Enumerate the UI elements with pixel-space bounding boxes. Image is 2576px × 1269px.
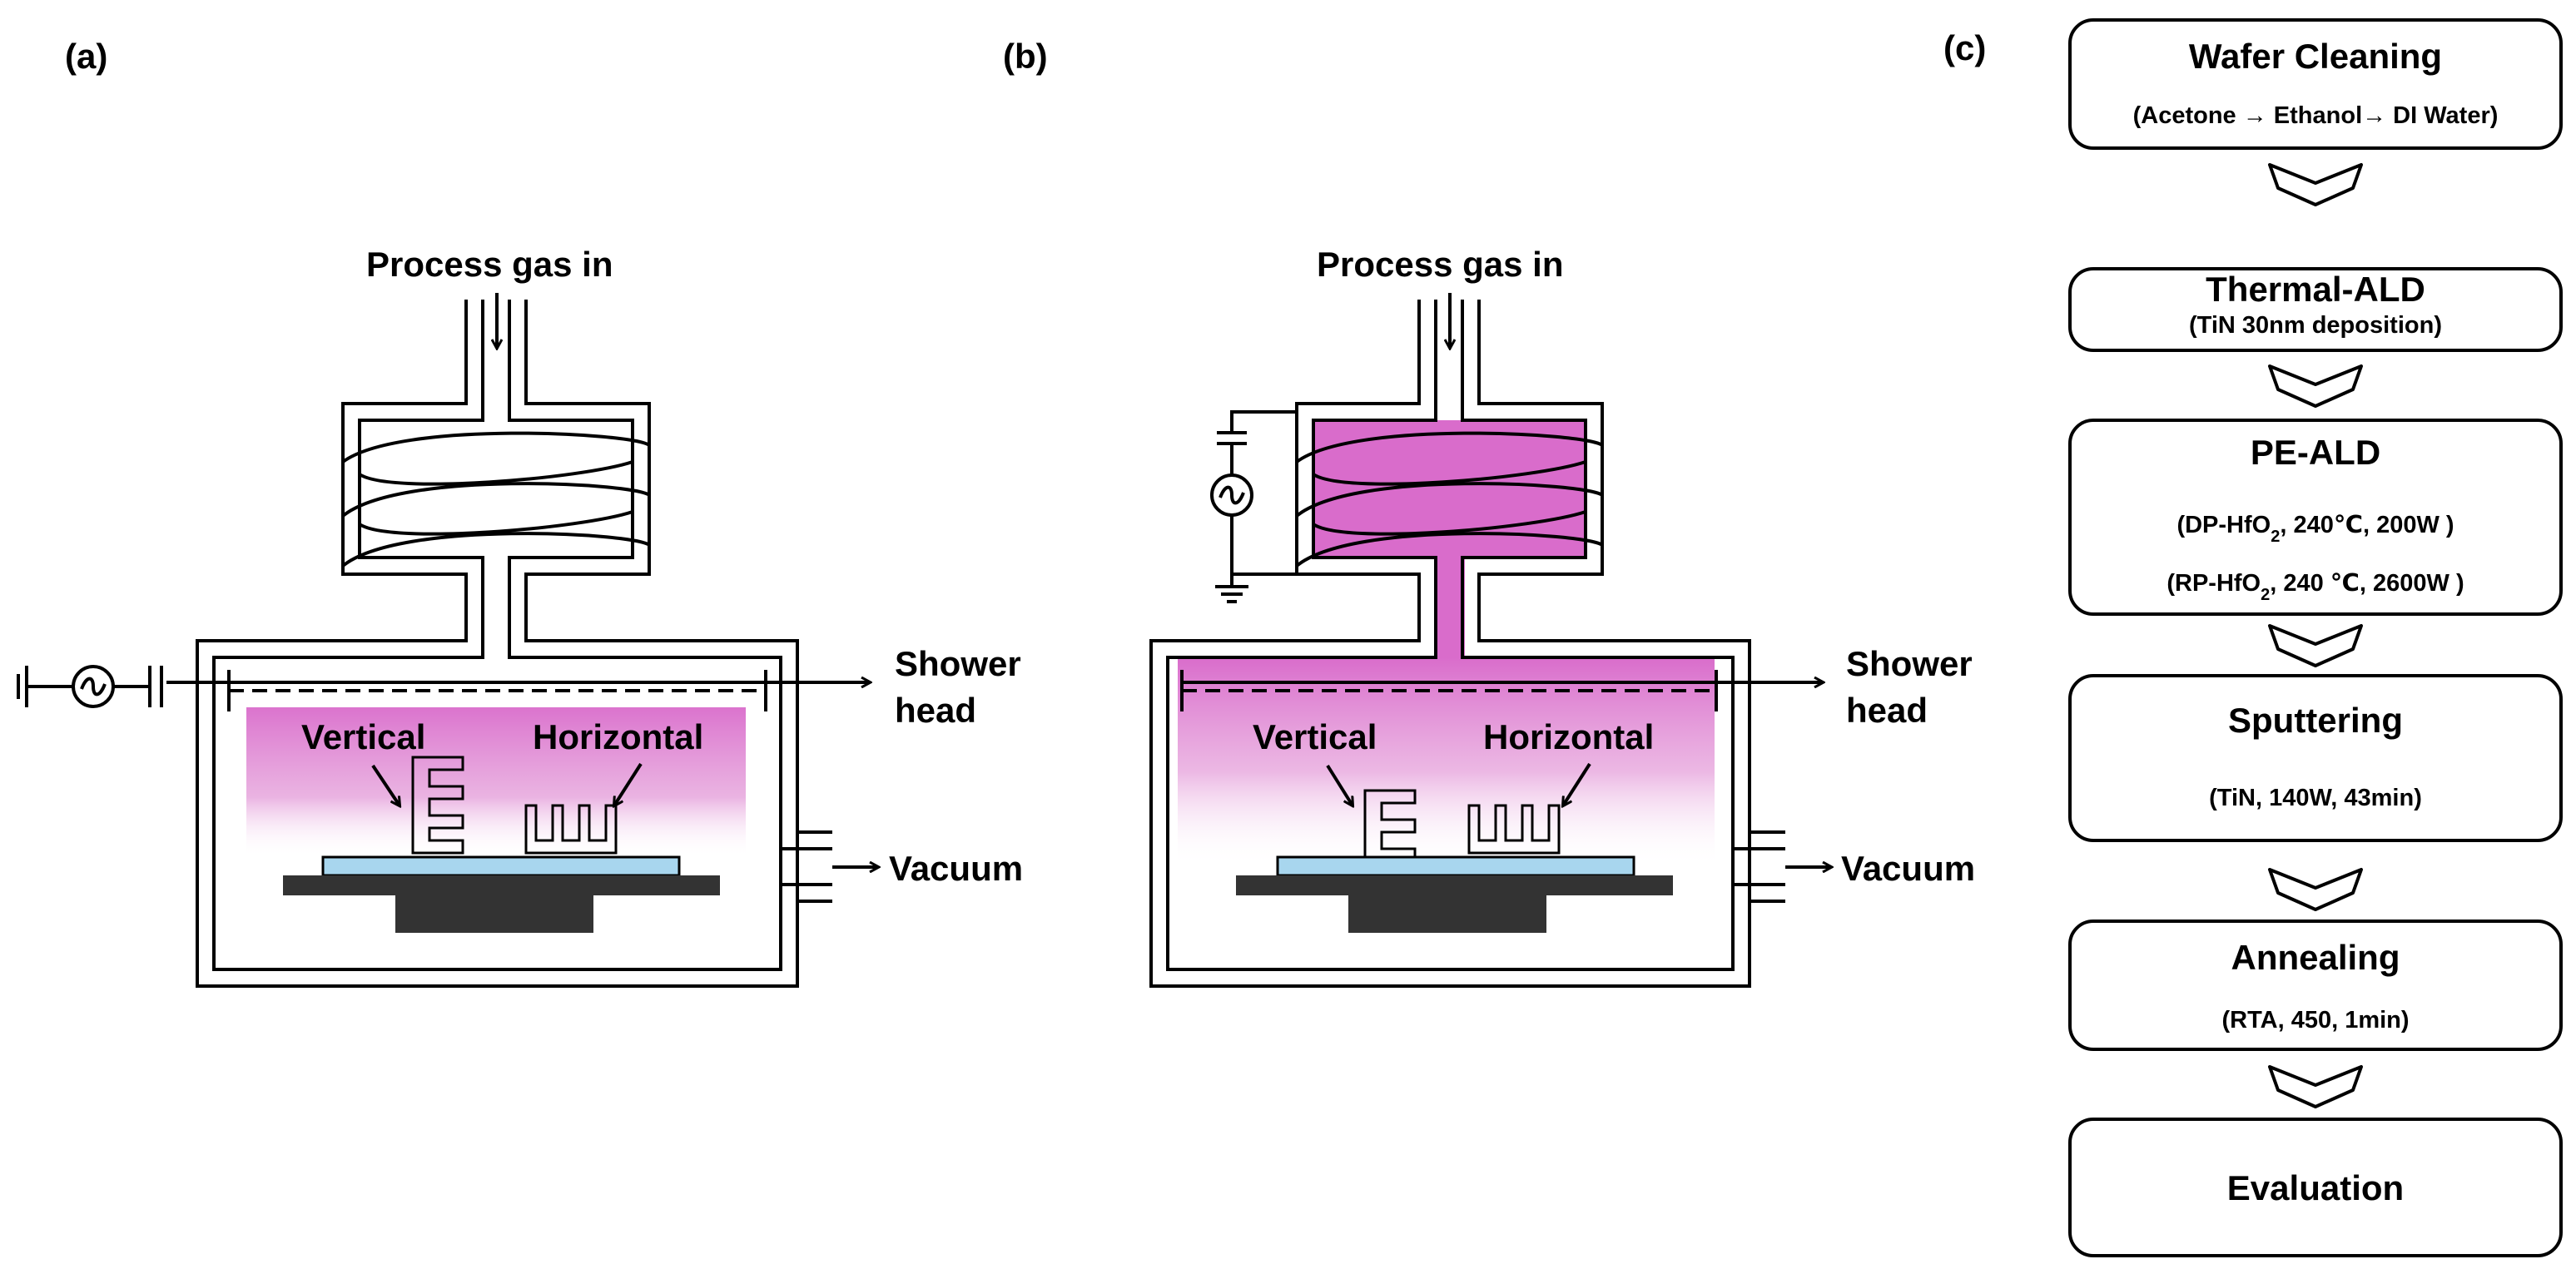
wafer-a	[321, 855, 681, 877]
panel-b: (b) Process gas in	[1003, 37, 1975, 988]
step-title-pe-ald: PE-ALD	[2251, 433, 2380, 472]
horizontal-sample-a	[524, 804, 618, 855]
process-gas-label-b: Process gas in	[1317, 245, 1563, 284]
vacuum-label-b: Vacuum	[1841, 849, 1975, 888]
rf-source-a	[17, 665, 163, 708]
chevron-icon	[2268, 868, 2363, 911]
vertical-label-a: Vertical	[301, 717, 425, 756]
chamber-inner-wall-a-right	[508, 300, 832, 886]
rf-coil-a	[341, 431, 651, 568]
step-title-annealing: Annealing	[2231, 938, 2400, 977]
horizontal-label-b: Horizontal	[1483, 717, 1654, 756]
plasma-chamber-b	[1178, 657, 1715, 865]
step-detail-wafer-cleaning: (Acetone → Ethanol→ DI Water)	[2133, 102, 2499, 129]
horizontal-arrow-a	[614, 762, 643, 806]
vertical-arrow-b	[1326, 764, 1353, 806]
horizontal-sample-b	[1467, 804, 1561, 855]
step-detail-pe-ald-1: (DP-HfO2, 240℃, 200W )	[2176, 512, 2454, 546]
step-detail-thermal-ald: (TiN 30nm deposition)	[2189, 312, 2442, 339]
chamber-inner-wall-b-left	[1166, 300, 1735, 971]
process-gas-label-a: Process gas in	[366, 245, 613, 284]
panel-a-label: (a)	[65, 37, 107, 76]
step-box-evaluation	[2068, 1118, 2563, 1257]
step-detail-pe-ald-2: (RP-HfO2, 240 ℃, 2600W )	[2167, 570, 2464, 604]
panel-c-label: (c)	[1943, 28, 1986, 67]
chevron-icon	[2268, 624, 2363, 667]
shower-label-b-1: Shower	[1846, 644, 1973, 683]
step-title-thermal-ald: Thermal-ALD	[2206, 270, 2425, 309]
chamber-outer-wall-b-right	[1477, 300, 1751, 832]
step-box-thermal-ald	[2068, 267, 2563, 352]
susceptor-a	[283, 875, 720, 895]
step-detail-sputtering: (TiN, 140W, 43min)	[2209, 785, 2422, 811]
wafer-b	[1276, 855, 1635, 877]
chamber-outer-wall-a-right	[524, 300, 799, 832]
chamber-inner-wall-b-right	[1461, 300, 1785, 886]
step-box-annealing	[2068, 920, 2563, 1051]
chamber-inner-wall-a-left	[212, 300, 782, 971]
shower-label-a-1: Shower	[895, 644, 1021, 683]
chamber-outer-wall-a	[196, 300, 832, 988]
rf-source-b	[1210, 410, 1297, 603]
chamber-outer-wall-b	[1149, 300, 1785, 988]
stage-base-a	[395, 895, 593, 933]
step-title-evaluation: Evaluation	[2227, 1168, 2404, 1207]
vertical-label-b: Vertical	[1253, 717, 1377, 756]
horizontal-arrow-b	[1563, 762, 1591, 806]
vertical-sample-a	[411, 756, 464, 855]
panel-b-label: (b)	[1003, 37, 1048, 76]
step-detail-annealing: (RTA, 450, 1min)	[2221, 1007, 2409, 1034]
chevron-icon	[2268, 1065, 2363, 1108]
step-box-wafer-cleaning	[2068, 18, 2563, 150]
step-title-sputtering: Sputtering	[2228, 701, 2403, 740]
plasma-glow-a	[246, 707, 746, 857]
shower-label-b-2: head	[1846, 691, 1928, 730]
step-box-pe-ald	[2068, 419, 2563, 616]
stage-base-b	[1348, 895, 1546, 933]
step-box-sputtering	[2068, 674, 2563, 842]
chevron-icon	[2268, 364, 2363, 408]
panel-c: (c) Wafer Cleaning (Acetone → Ethanol→ D…	[1943, 18, 2563, 1257]
vertical-arrow-a	[371, 764, 400, 806]
horizontal-label-a: Horizontal	[533, 717, 703, 756]
shower-label-a-2: head	[895, 691, 976, 730]
step-title-wafer-cleaning: Wafer Cleaning	[2189, 37, 2442, 76]
plasma-coil-b	[1313, 420, 1586, 657]
chevron-icon	[2268, 163, 2363, 206]
rf-coil-b	[1295, 431, 1604, 568]
panel-a: (a) Process gas in	[17, 37, 1023, 988]
vacuum-label-a: Vacuum	[889, 849, 1023, 888]
susceptor-b	[1236, 875, 1673, 895]
